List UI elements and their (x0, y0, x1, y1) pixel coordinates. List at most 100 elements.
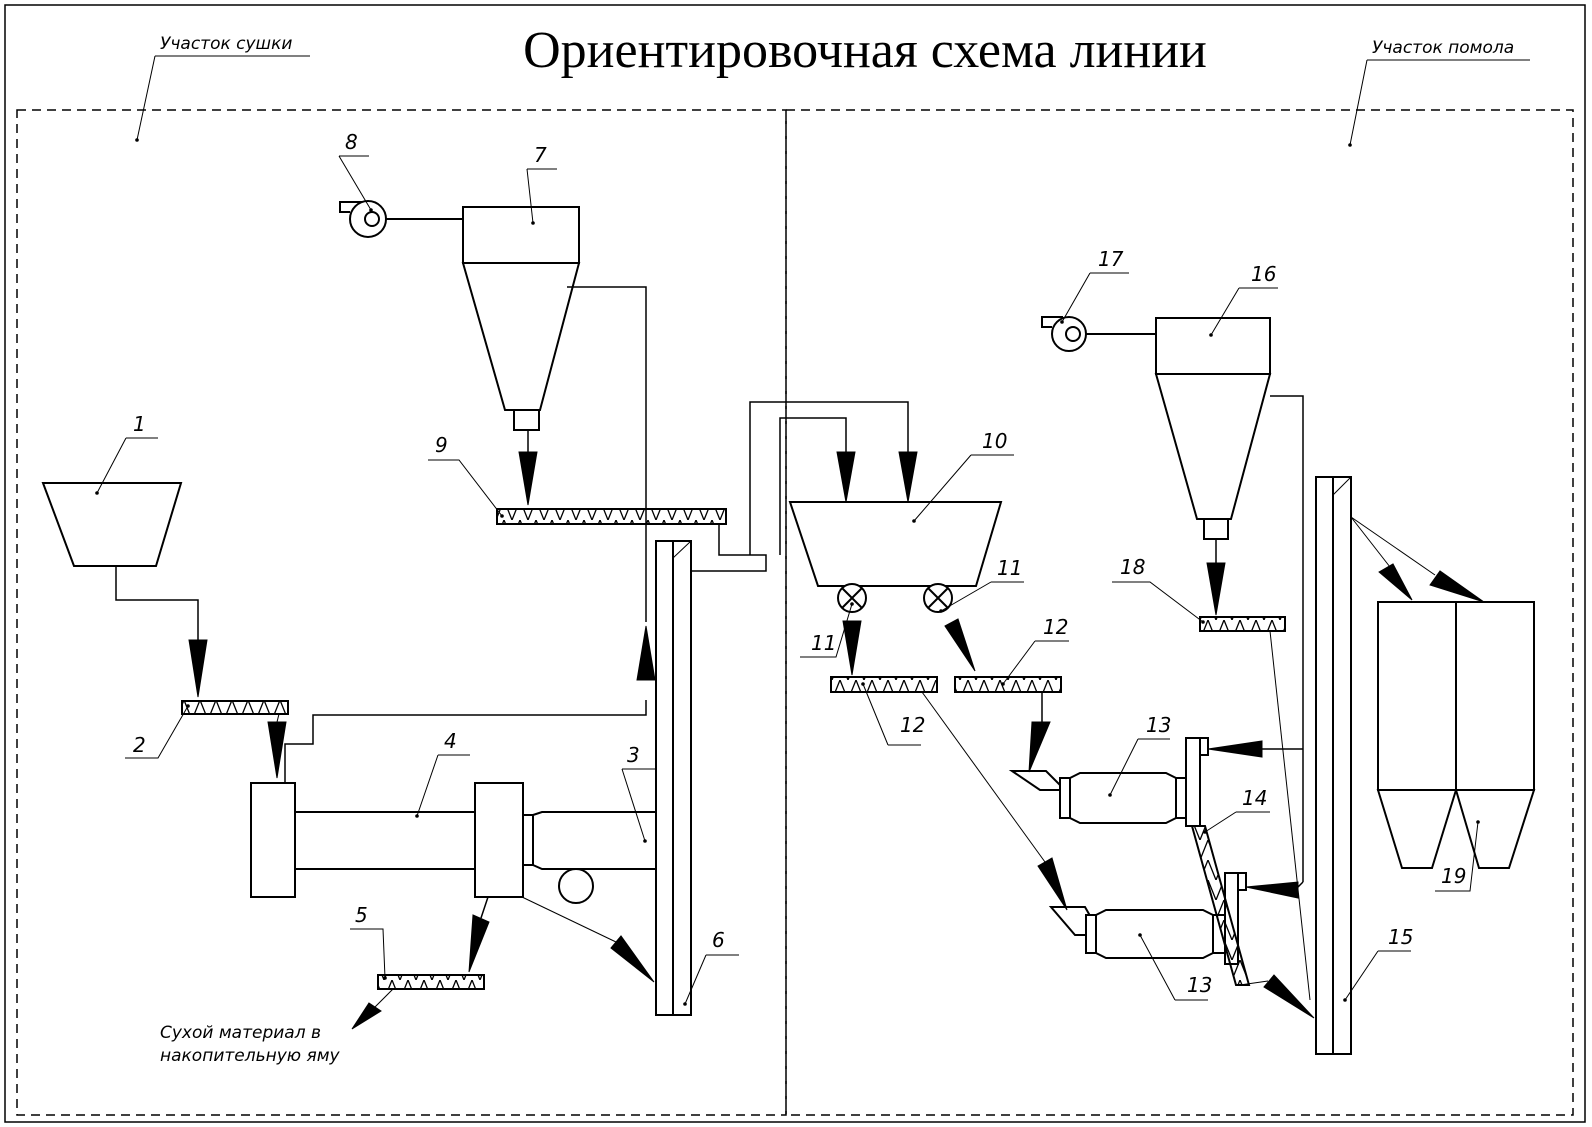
svg-text:12: 12 (900, 713, 925, 737)
svg-text:16: 16 (1251, 262, 1276, 286)
arrow-return-upper-mill (1207, 740, 1263, 758)
svg-text:18: 18 (1120, 555, 1145, 579)
svg-text:15: 15 (1388, 925, 1413, 949)
leader-6: 6 (683, 928, 739, 1006)
leader-12-right: 12 (1001, 615, 1069, 686)
svg-text:1: 1 (133, 412, 146, 436)
fan-17 (1041, 316, 1156, 352)
drum-dryer-4 (250, 782, 660, 904)
leader-1: 1 (95, 412, 158, 495)
leader-13-upper: 13 (1108, 713, 1171, 797)
leader-4: 4 (415, 729, 470, 818)
screw-conveyor-18 (1199, 616, 1286, 632)
leader-13-lower: 13 (1138, 933, 1212, 1001)
arrow-elevator-to-silo-left (1378, 563, 1413, 601)
arrow-conveyor-12-left-to-mill (1037, 857, 1068, 911)
arrow-hopper-1-down (188, 639, 208, 698)
leader-7: 7 (526, 143, 557, 225)
ball-mill-13-upper (1008, 737, 1209, 827)
arrow-feeder-left-down (842, 620, 862, 676)
screw-conveyor-9 (496, 508, 727, 525)
hopper-1-outlet-line (115, 566, 199, 640)
leader-5: 5 (350, 903, 387, 980)
arrow-feeder-right-down (944, 618, 976, 672)
leader-18: 18 (1112, 555, 1205, 624)
svg-text:12: 12 (1043, 615, 1068, 639)
svg-text:2: 2 (133, 733, 146, 757)
leader-16: 16 (1209, 262, 1278, 337)
conveyor-9-to-hopper-10-line (779, 417, 847, 555)
sheet-border (4, 4, 1586, 1123)
screw-conveyor-12-right (954, 676, 1062, 693)
leader-11-right: 11 (939, 556, 1024, 613)
arrow-conveyor-12-right-to-mill (1028, 721, 1051, 773)
leader-10: 10 (912, 429, 1014, 523)
grinding-zone-boundary (785, 109, 1574, 1116)
leader-2: 2 (125, 704, 190, 759)
svg-text:7: 7 (534, 143, 547, 167)
arrow-conveyor-5-out (351, 1002, 382, 1030)
svg-text:13: 13 (1146, 713, 1171, 737)
screw-conveyor-12-left (830, 676, 938, 693)
arrow-return-lower-mill (1245, 881, 1299, 899)
leader-9: 9 (428, 433, 504, 518)
svg-text:14: 14 (1242, 786, 1267, 810)
svg-text:19: 19 (1441, 864, 1466, 888)
arrow-conveyor-2-down (267, 721, 287, 779)
silo-19 (1376, 601, 1536, 869)
fan-8 (339, 200, 463, 238)
leader-8: 8 (338, 130, 373, 212)
arrow-cyclone-7-down (518, 451, 538, 506)
leader-12-left: 12 (861, 682, 925, 746)
note-dry-material-line2: накопительную яму (160, 1046, 341, 1066)
arrow-mill-to-elevator-15 (1263, 974, 1315, 1019)
leader-3: 3 (621, 743, 655, 843)
arrow-cyclone-16-down (1206, 562, 1226, 616)
leader-14: 14 (1203, 786, 1270, 834)
arrow-into-bunker-right (898, 451, 918, 503)
svg-text:8: 8 (345, 130, 358, 154)
arrow-into-bunker-left (836, 451, 856, 503)
cyclone-7 (461, 206, 647, 622)
note-dry-material-line1: Сухой материал в (160, 1023, 321, 1043)
leader-17: 17 (1060, 247, 1129, 324)
elevator-6-discharge-line (749, 401, 909, 555)
drying-zone-boundary (16, 109, 787, 1116)
screw-conveyor-2 (181, 700, 289, 715)
svg-text:9: 9 (435, 433, 448, 457)
svg-text:Участок помола: Участок помола (1372, 38, 1514, 58)
bunker-10 (788, 501, 1003, 587)
svg-text:4: 4 (444, 729, 457, 753)
conveyor-2-to-dryer-line (284, 700, 647, 783)
conveyor-18-to-elevator-line (1269, 630, 1311, 1001)
svg-text:3: 3 (627, 743, 640, 767)
leader-15: 15 (1343, 925, 1413, 1002)
elevator-6-to-hopper-10-line (691, 524, 767, 572)
leader-11-left: 11 (800, 602, 854, 658)
bucket-elevator-15 (1315, 476, 1352, 1055)
svg-text:10: 10 (982, 429, 1007, 453)
inclined-conveyor-14 (1190, 825, 1251, 986)
bucket-elevator-6 (655, 540, 692, 1016)
svg-text:17: 17 (1098, 247, 1124, 271)
leader-19: 19 (1435, 820, 1480, 892)
svg-text:11: 11 (997, 556, 1022, 580)
feeder-11-left (837, 583, 867, 613)
diagram-title: Ориентировочная схема линии (523, 22, 1207, 79)
screw-conveyor-5 (377, 974, 485, 990)
svg-text:13: 13 (1187, 973, 1212, 997)
svg-text:Участок сушки: Участок сушки (160, 34, 292, 54)
svg-text:5: 5 (355, 903, 368, 927)
arrow-dryer-to-conveyor-5 (468, 914, 490, 973)
svg-text:11: 11 (811, 631, 836, 655)
cyclone-16 (1154, 317, 1304, 882)
feeder-11-right (923, 583, 953, 613)
arrow-hot-gas-up (636, 625, 656, 681)
arrow-elevator-to-silo-right (1429, 570, 1485, 603)
zone-label-drying: Участок сушки (135, 34, 310, 142)
arrow-dryer-to-elevator-6 (610, 935, 655, 983)
zone-label-grinding: Участок помола (1348, 38, 1530, 147)
feed-hopper-1 (41, 482, 183, 567)
svg-text:6: 6 (712, 928, 725, 952)
